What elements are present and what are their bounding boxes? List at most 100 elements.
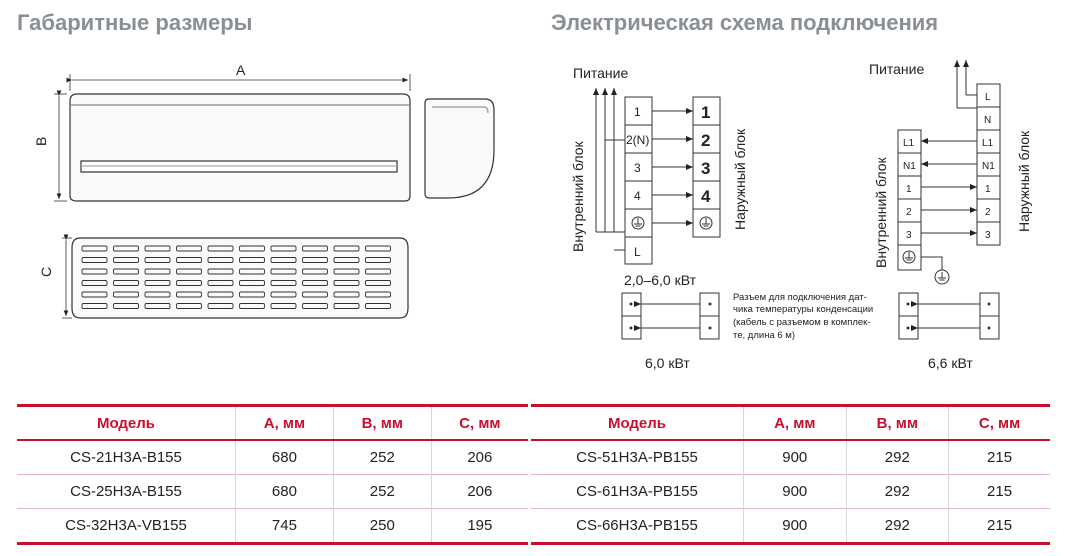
cell-a: 900 <box>743 474 847 509</box>
vent-slot <box>81 280 108 286</box>
vent-slot <box>239 280 265 286</box>
cell-c: 195 <box>430 508 528 545</box>
cell-model: CS-66H3A-PB155 <box>531 508 744 545</box>
cell-c: 215 <box>948 474 1050 509</box>
vent-slot <box>176 280 202 286</box>
vent-slot <box>81 291 108 298</box>
vent-slot <box>365 245 391 252</box>
cell-a: 745 <box>235 508 334 545</box>
header-b: B, мм <box>845 404 949 441</box>
outdoor-terminal: 4 <box>701 187 711 206</box>
vent-slot <box>207 291 234 298</box>
vent-slot <box>365 268 391 275</box>
outdoor-terminal: N <box>984 115 991 126</box>
vent-slot <box>239 291 265 298</box>
power-range-label: 2,0–6,0 кВт <box>624 272 697 288</box>
cell-c: 215 <box>948 508 1050 545</box>
cell-model: CS-25H3A-B155 <box>17 474 236 509</box>
vent-slot <box>270 291 297 298</box>
wiring-diagram-left: Питание Внутренний блок Наружный блок <box>570 65 748 371</box>
vent-slot <box>113 303 139 309</box>
header-a: A, мм <box>235 404 334 441</box>
indoor-terminal: N1 <box>903 161 916 172</box>
vent-slot <box>270 245 297 252</box>
table-row: CS-25H3A-B155 680 252 206 <box>17 474 528 509</box>
cell-b: 292 <box>845 508 949 545</box>
vent-slot <box>365 291 391 298</box>
cell-b: 250 <box>332 508 432 545</box>
vent-slot <box>239 303 265 309</box>
header-c: C, мм <box>948 404 1050 441</box>
outdoor-label-left: Наружный блок <box>732 128 748 230</box>
outdoor-label-right: Наружный блок <box>1016 130 1032 232</box>
unit-bottom-view <box>62 234 409 319</box>
sensor-note: Разъем для подключения дат- чика темпера… <box>733 292 873 341</box>
vent-slot <box>302 245 328 252</box>
sensor-note-line: те, длина 6 м) <box>733 330 795 341</box>
indoor-terminal: 3 <box>634 161 641 175</box>
outdoor-terminal: 3 <box>701 159 710 178</box>
wiring-diagram-right: Питание Внутренний блок Наружный блок <box>869 60 1032 371</box>
vent-slot <box>113 268 139 275</box>
vent-slot <box>270 268 297 275</box>
outdoor-terminal: L1 <box>982 138 994 149</box>
outdoor-terminal: 1 <box>985 184 991 195</box>
vent-slot <box>333 257 360 263</box>
vent-slot <box>270 280 297 286</box>
sensor-note-line: чика температуры конденсации <box>733 304 873 315</box>
vent-slot <box>270 303 297 309</box>
outdoor-terminal: 1 <box>701 103 710 122</box>
vent-slot <box>207 245 234 252</box>
header-a: A, мм <box>743 404 847 441</box>
table-header-row: Модель A, мм B, мм C, мм <box>17 404 528 441</box>
cell-model: CS-51H3A-PB155 <box>531 439 744 475</box>
table-row: CS-21H3A-B155 680 252 206 <box>17 439 528 475</box>
unit-front-view <box>54 74 411 202</box>
dim-a-label: A <box>236 62 246 78</box>
cell-a: 680 <box>235 474 334 509</box>
vent-slot <box>113 291 139 298</box>
vent-slot <box>144 257 171 263</box>
vent-slot <box>302 268 328 275</box>
cell-b: 252 <box>332 439 432 475</box>
indoor-label-right: Внутренний блок <box>873 156 889 268</box>
vent-slot <box>239 257 265 263</box>
vent-slot <box>207 303 234 309</box>
vent-slot <box>113 257 139 263</box>
outdoor-terminal: 2 <box>701 131 710 150</box>
vent-slot <box>302 280 328 286</box>
vent-slot <box>176 291 202 298</box>
vent-slot <box>333 303 360 309</box>
cell-a: 900 <box>743 439 847 475</box>
vent-slot <box>270 257 297 263</box>
vent-slot <box>207 280 234 286</box>
cell-a: 900 <box>743 508 847 545</box>
vent-slot <box>113 280 139 286</box>
vent-slot <box>239 268 265 275</box>
vent-slot <box>144 268 171 275</box>
cell-b: 252 <box>332 474 432 509</box>
indoor-terminal: 1 <box>906 184 912 195</box>
vent-slot <box>144 280 171 286</box>
header-b: B, мм <box>332 404 432 441</box>
indoor-terminal: 3 <box>906 230 912 241</box>
vent-slot <box>365 257 391 263</box>
cell-c: 206 <box>430 439 528 475</box>
indoor-terminal: 2(N) <box>626 133 649 147</box>
vent-slot <box>176 245 202 252</box>
table-row: CS-51H3A-PB155 900 292 215 <box>531 439 1050 475</box>
vent-slot <box>239 245 265 252</box>
header-model: Модель <box>17 404 236 441</box>
vent-slot <box>81 303 108 309</box>
dim-c-label: C <box>38 267 54 277</box>
table-row: CS-66H3A-PB155 900 292 215 <box>531 508 1050 545</box>
indoor-terminal: 1 <box>634 105 641 119</box>
cell-b: 292 <box>845 439 949 475</box>
vent-slot <box>176 303 202 309</box>
vent-slot <box>144 245 171 252</box>
indoor-terminal: L <box>634 245 641 259</box>
wiring-title: Электрическая схема подключения <box>551 10 939 35</box>
table-row: CS-32H3A-VB155 745 250 195 <box>17 508 528 545</box>
cell-model: CS-32H3A-VB155 <box>17 508 236 545</box>
vent-slot <box>144 291 171 298</box>
